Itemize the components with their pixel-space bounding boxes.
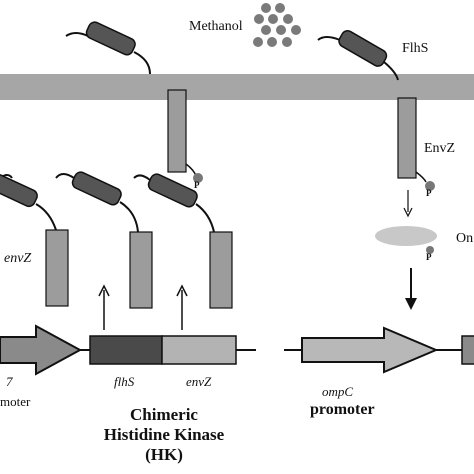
flhs-top-label: FlhS [402, 41, 428, 56]
envz-gene-segment [161, 335, 237, 365]
membrane-receptor-right: P [317, 30, 435, 198]
translation-arrows [98, 284, 188, 330]
ompc-label: ompC [322, 384, 353, 399]
envz-top-label: EnvZ [424, 141, 455, 156]
ompr-label-partial: On [456, 231, 473, 246]
envz-gene-label: envZ [186, 374, 212, 389]
t7-promoter-arrow [0, 324, 83, 376]
phospho-label-3: P [426, 252, 432, 262]
expressed-hk-protein-2 [55, 171, 153, 309]
expressed-hk-protein-3 [133, 173, 233, 309]
hk-caption-line1: Chimeric [130, 405, 198, 424]
phospho-label-2: P [426, 188, 432, 198]
reporter-gene-box [461, 335, 474, 365]
cell-membrane [0, 74, 474, 100]
ompc-promoter-arrow [301, 326, 439, 374]
hk-caption-line3: (HK) [145, 445, 183, 464]
flhs-gene-label: flhS [114, 374, 135, 389]
methanol-molecules [253, 3, 301, 47]
t7-label-partial: 7 [6, 374, 13, 389]
flhs-gene-segment [89, 335, 163, 365]
methanol-label: Methanol [189, 19, 243, 34]
envz-left-label: envZ [4, 251, 31, 266]
ompr-regulator [375, 226, 437, 246]
left-promoter-label-partial: moter [0, 394, 31, 409]
phospho-label-1: P [194, 180, 200, 190]
hk-caption-line2: Histidine Kinase [104, 425, 225, 444]
expressed-hk-protein-1 [0, 173, 69, 307]
membrane-receptor-left: P [65, 21, 203, 190]
ompc-promoter-label: promoter [310, 401, 375, 418]
